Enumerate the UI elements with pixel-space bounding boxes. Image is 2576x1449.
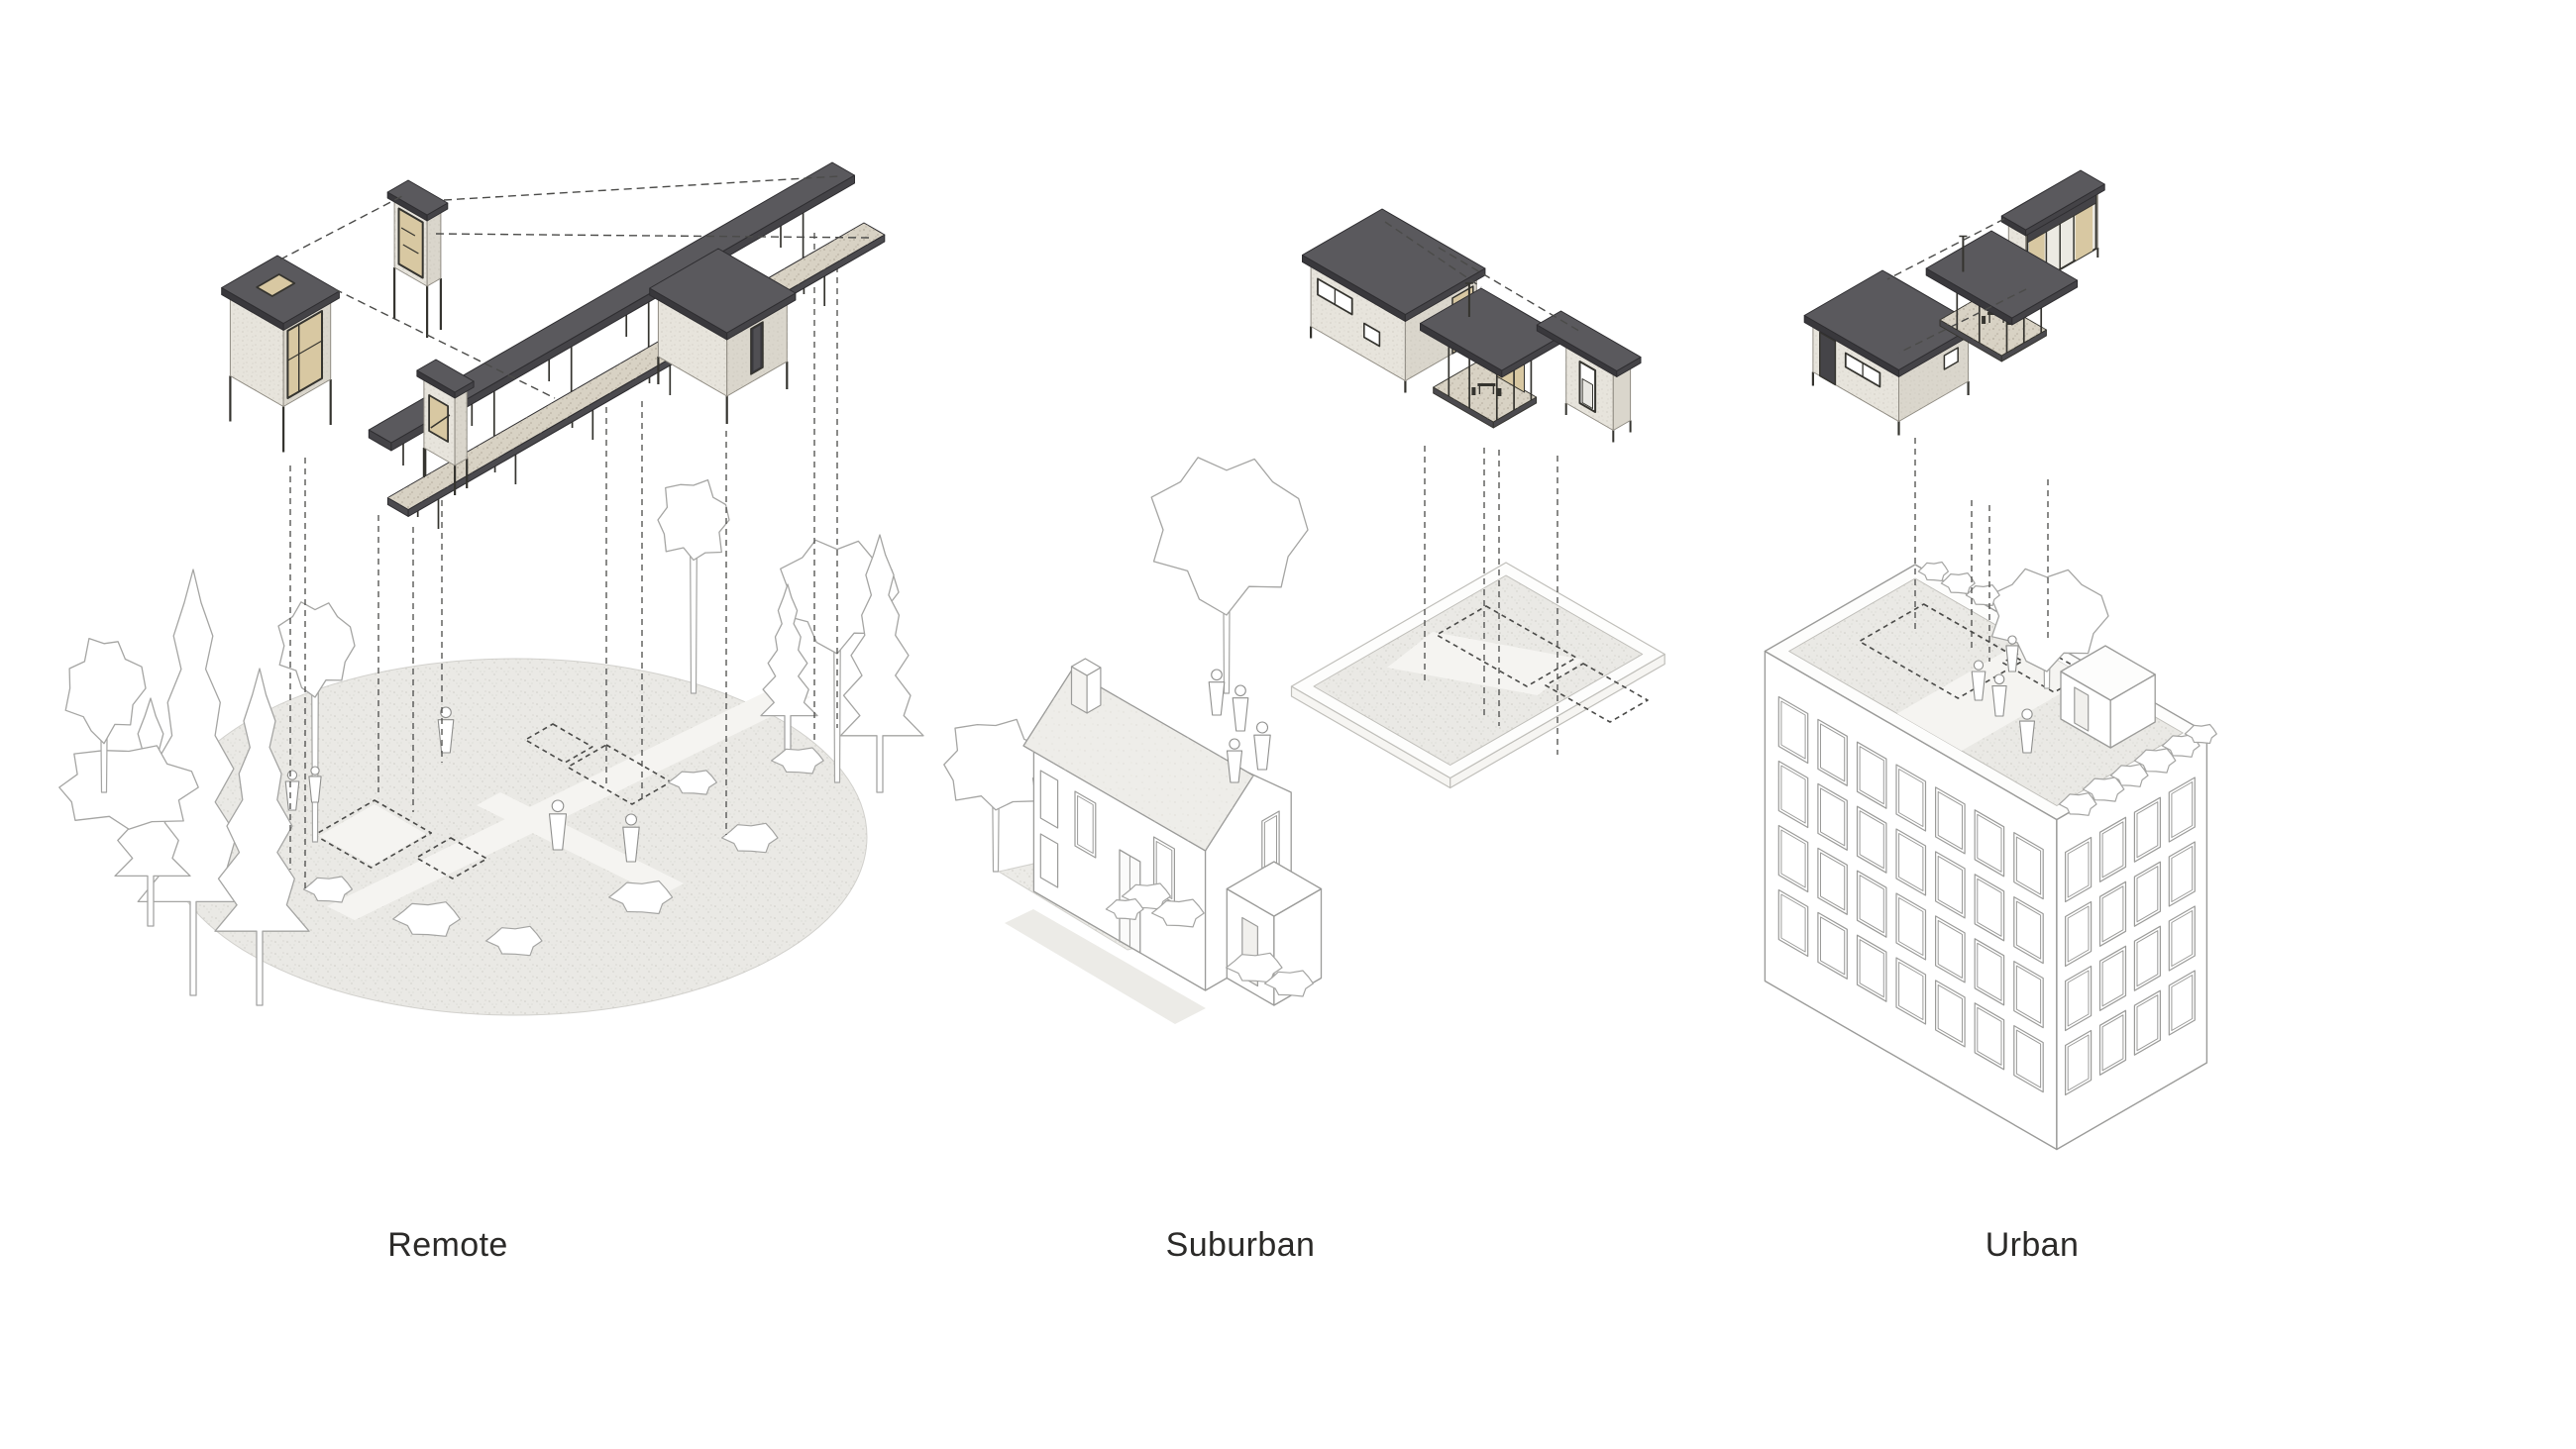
bush — [720, 822, 779, 854]
bush — [608, 880, 674, 915]
bush — [1105, 897, 1144, 921]
person-figure — [1253, 721, 1271, 771]
wall-module — [1536, 310, 1642, 443]
pine-tree — [214, 668, 310, 1006]
panel-label-suburban: Suburban — [1165, 1226, 1316, 1264]
suburban-site — [943, 446, 1665, 1024]
deciduous-tree — [64, 637, 147, 793]
footprint-outlines — [1858, 603, 2088, 699]
pine-tree — [839, 534, 924, 793]
pavilion-module — [1420, 282, 1563, 429]
bush — [1263, 970, 1315, 997]
bush — [392, 901, 461, 937]
person-figure — [284, 770, 300, 811]
bush — [302, 876, 353, 903]
table-and-chairs — [1471, 383, 1502, 396]
person-figure — [622, 813, 640, 863]
chimney — [1070, 658, 1102, 714]
urban-illustration — [1764, 169, 2217, 1151]
remote-alignment-lines — [279, 175, 871, 399]
bush — [667, 770, 718, 795]
roof-garden — [1788, 561, 2217, 816]
cabin-module-d — [416, 359, 475, 495]
apartment-building — [1764, 561, 2217, 1151]
suburban-modules — [1302, 208, 1642, 443]
bush — [770, 747, 824, 775]
bush — [2109, 764, 2149, 787]
bush — [1917, 561, 1950, 582]
person-figure — [308, 766, 322, 803]
panel-label-urban: Urban — [1985, 1226, 2080, 1264]
window-grid — [1777, 695, 2196, 1096]
projection-lines — [1914, 438, 2049, 662]
suburban-illustration — [943, 208, 1665, 1024]
remote-site — [58, 233, 924, 1016]
footprint-outlines — [1436, 605, 1649, 723]
bush — [1150, 898, 1205, 928]
person-figure — [1208, 669, 1226, 716]
person-figure — [1226, 738, 1243, 783]
ground-path — [319, 683, 810, 920]
bush — [2058, 792, 2097, 816]
pavilion-module — [1925, 230, 2079, 362]
remote-illustration — [58, 161, 924, 1016]
suburban-alignment-lines — [1384, 221, 1583, 334]
deciduous-tree — [1150, 457, 1309, 694]
bush — [485, 925, 543, 957]
person-figure — [437, 706, 455, 754]
person-figure — [2018, 708, 2036, 754]
deciduous-tree — [657, 478, 730, 694]
cabin-module-c — [649, 248, 797, 424]
cabin-module-a — [221, 255, 340, 453]
bush — [2184, 723, 2217, 745]
bush — [1965, 583, 2000, 607]
cabin-module-main — [1302, 208, 1486, 393]
walkway-deck-module — [368, 161, 855, 478]
urban-modules — [1803, 169, 2105, 436]
panel-label-remote: Remote — [387, 1226, 508, 1264]
cabin-module-urban — [1803, 269, 1978, 436]
deciduous-tree — [58, 745, 199, 830]
person-figure — [2005, 635, 2019, 673]
urban-alignment-lines — [1886, 218, 2027, 354]
urban-site — [1764, 438, 2217, 1151]
cabin-module-b — [386, 179, 449, 338]
stair-bulkhead — [2060, 645, 2156, 749]
person-figure — [1232, 684, 1249, 732]
deciduous-tree — [1989, 568, 2109, 689]
person-figure — [1991, 673, 2007, 717]
projection-lines — [289, 233, 838, 889]
person-figure — [1971, 660, 1986, 701]
projection-lines — [1424, 446, 1558, 755]
remote-modules — [221, 161, 886, 529]
footprint-outlines — [313, 723, 672, 880]
deciduous-tree — [943, 718, 1048, 873]
person-figure — [548, 799, 568, 851]
